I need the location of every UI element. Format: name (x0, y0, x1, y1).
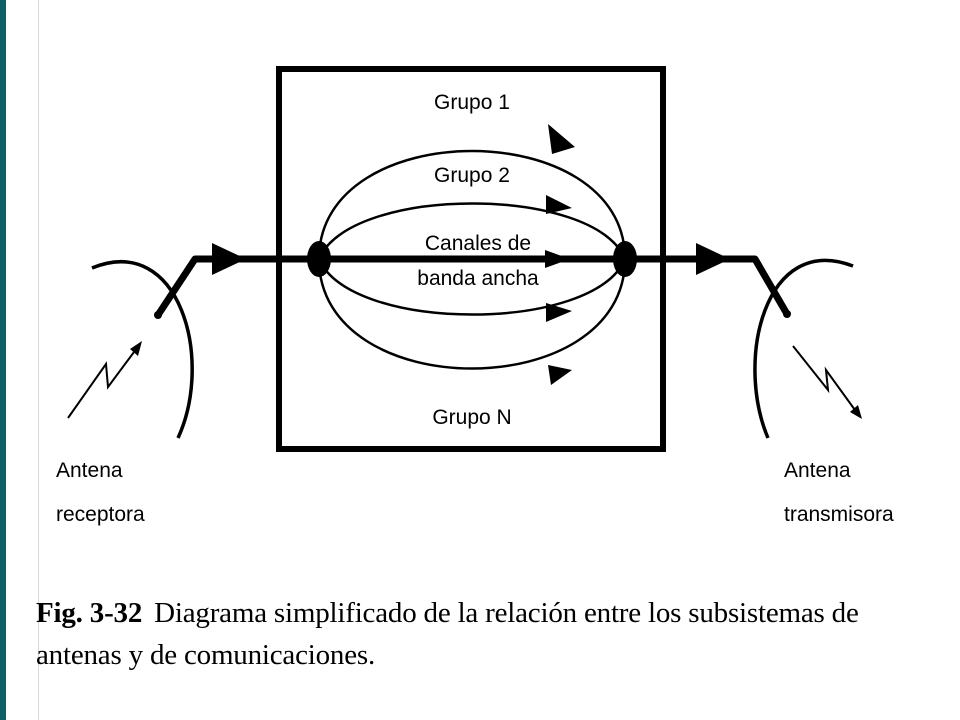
outgoing-signal-arrowhead (850, 405, 862, 419)
group-1-arrow (548, 124, 575, 154)
receiving-antenna-dish (91, 260, 194, 439)
transmitting-antenna-label-line1: Antena (784, 459, 851, 482)
transmitting-antenna-dish (753, 258, 854, 439)
group-1-path (317, 149, 627, 260)
receiving-antenna-label-line1: Antena (56, 459, 123, 482)
broadband-label-line2: banda ancha (417, 267, 539, 290)
group-n-arrow (548, 365, 572, 385)
group-n-path (317, 258, 627, 370)
transmitting-antenna-label-line2: transmisora (784, 503, 894, 526)
receiving-antenna-feed (154, 311, 162, 319)
output-arrow (696, 243, 730, 275)
lower-channel-arrow (546, 303, 572, 322)
transmitting-feed-line (751, 255, 791, 318)
transmitting-antenna-feed (783, 310, 791, 318)
incoming-signal-icon (67, 347, 138, 419)
figure-number: Fig. 3-32 (36, 597, 143, 629)
output-junction-node (613, 241, 637, 277)
margin-line (38, 0, 39, 720)
broadband-label-line1: Canales de (425, 232, 531, 255)
outgoing-signal-icon (792, 345, 856, 411)
caption-text: Diagrama simplificado de la relación ent… (36, 597, 859, 671)
input-junction-node (307, 241, 331, 277)
input-arrow (212, 243, 246, 275)
left-edge-bar (0, 0, 6, 720)
broadband-arrow (545, 250, 570, 268)
group-2-arrow (546, 195, 572, 214)
incoming-signal-arrowhead (130, 341, 142, 356)
group-n-label: Grupo N (432, 406, 511, 429)
group-1-label: Grupo 1 (434, 91, 510, 114)
receiving-feed-line (154, 255, 199, 319)
group-2-label: Grupo 2 (434, 164, 510, 187)
receiving-antenna-label-line2: receptora (56, 503, 145, 526)
group-2-path (317, 202, 627, 260)
lower-channel-path (317, 258, 627, 316)
